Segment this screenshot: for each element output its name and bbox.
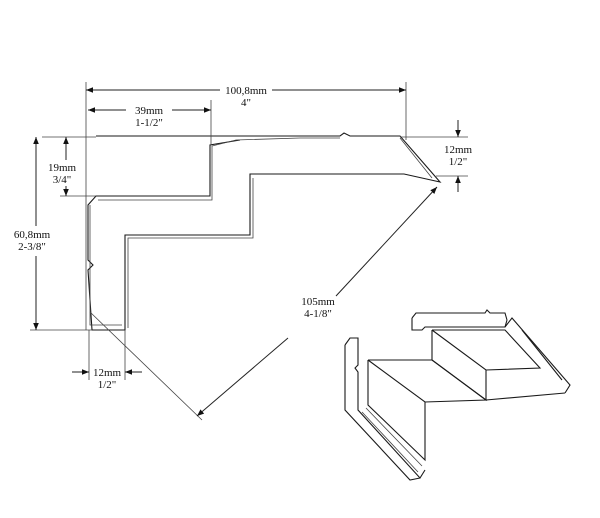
right-thickness-imperial: 1/2" bbox=[449, 156, 468, 168]
dim-flange-width bbox=[88, 100, 212, 144]
diagonal-imperial: 4-1/8" bbox=[304, 308, 332, 320]
dim-diagonal bbox=[89, 186, 438, 421]
dim-top-height bbox=[42, 136, 96, 197]
bottom-thickness-metric: 12mm bbox=[93, 367, 122, 379]
overall-height-metric: 60,8mm bbox=[14, 229, 51, 241]
flange-width-imperial: 1-1/2" bbox=[135, 117, 163, 129]
dim-right-thickness bbox=[400, 120, 468, 192]
bottom-thickness-imperial: 1/2" bbox=[98, 379, 117, 391]
overall-width-metric: 100,8mm bbox=[225, 85, 267, 97]
profile-outline bbox=[87, 132, 442, 331]
overall-width-imperial: 4" bbox=[241, 97, 251, 109]
top-height-metric: 19mm bbox=[48, 162, 77, 174]
dim-overall-width bbox=[85, 82, 407, 330]
isometric-view bbox=[344, 309, 571, 481]
dim-bottom-thickness bbox=[72, 330, 142, 380]
diagonal-metric: 105mm bbox=[301, 296, 335, 308]
flange-width-metric: 39mm bbox=[135, 105, 164, 117]
right-thickness-metric: 12mm bbox=[444, 144, 473, 156]
overall-height-imperial: 2-3/8" bbox=[18, 241, 46, 253]
dim-overall-height bbox=[30, 137, 92, 331]
top-height-imperial: 3/4" bbox=[53, 174, 72, 186]
